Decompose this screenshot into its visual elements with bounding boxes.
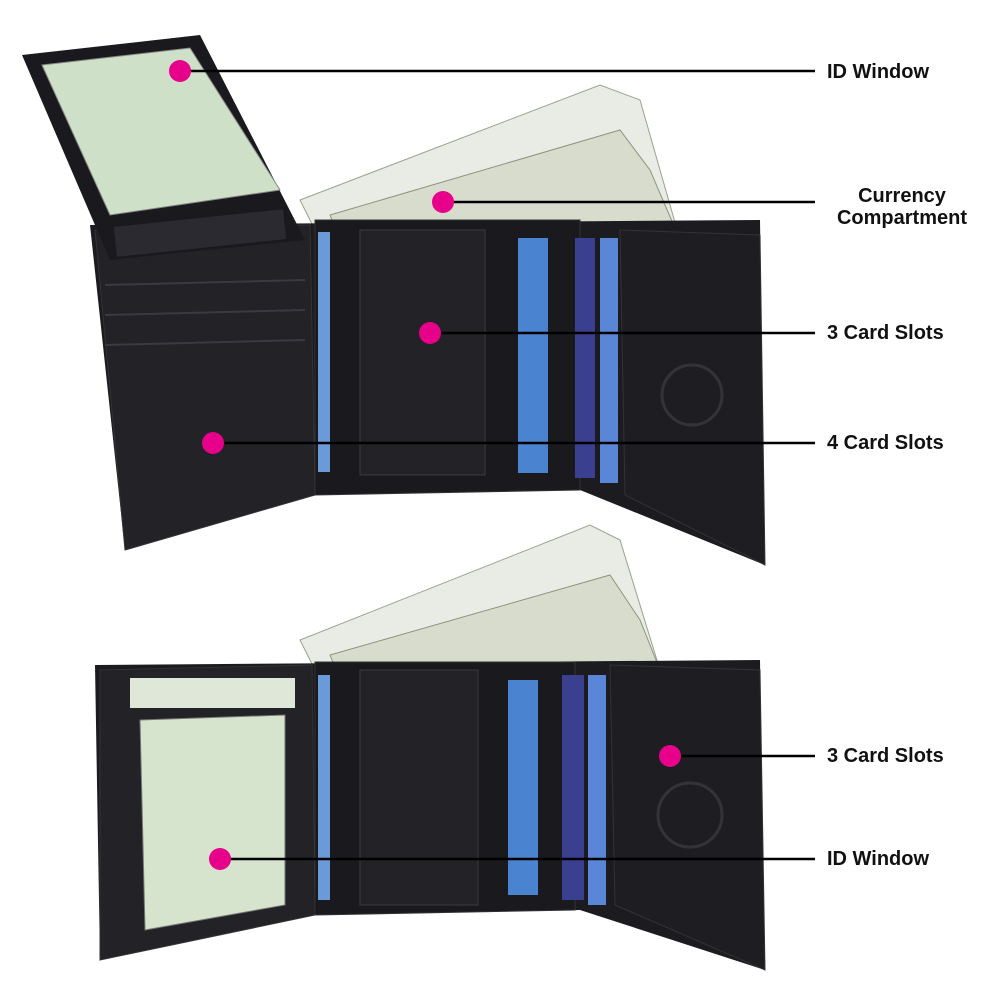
callout-label-4-card-slots: 4 Card Slots [827, 432, 944, 454]
callout-label-id-window-bottom: ID Window [827, 848, 930, 870]
callout-label-id-window: ID Window [827, 61, 930, 83]
label-line: Compartment [836, 207, 967, 229]
callout-dot [419, 322, 441, 344]
card [508, 680, 538, 895]
callout-label-3-card-slots-bottom: 3 Card Slots [827, 745, 944, 767]
callout-label-currency-compartment: Currency Compartment [822, 185, 982, 229]
top-wallet [22, 35, 766, 566]
id-window [139, 714, 286, 931]
bottom-wallet [95, 524, 766, 971]
label-line: Currency [858, 185, 946, 207]
callout-dot [169, 60, 191, 82]
left-panel [94, 224, 316, 551]
callout-label-3-card-slots: 3 Card Slots [827, 322, 944, 344]
right-panel [619, 229, 766, 566]
callout-dot [659, 745, 681, 767]
id-card [41, 47, 281, 216]
callout-dot [202, 432, 224, 454]
callout-dot [432, 191, 454, 213]
card [518, 238, 548, 473]
callout-dot [209, 848, 231, 870]
right-panel [609, 664, 766, 971]
callouts [169, 60, 815, 870]
